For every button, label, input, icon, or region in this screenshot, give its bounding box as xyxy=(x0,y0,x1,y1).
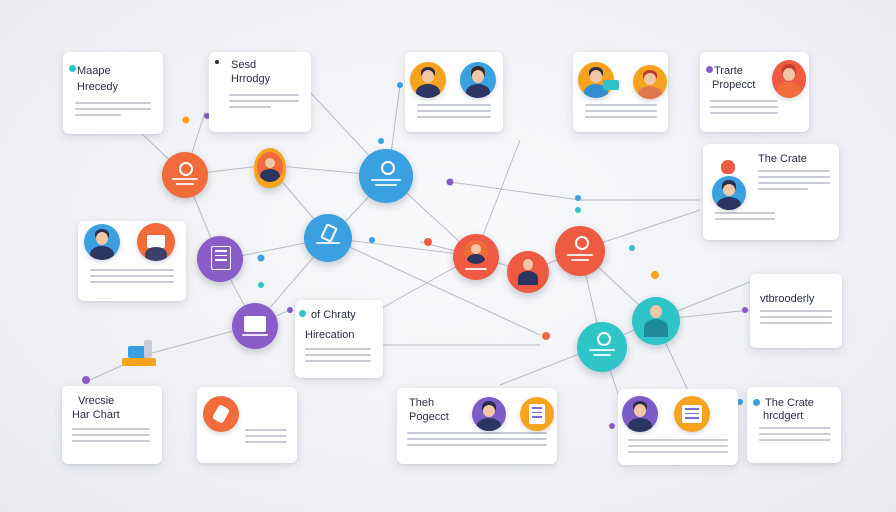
card-subtitle: Hrecedy xyxy=(77,81,118,93)
node-blue-pencil[interactable] xyxy=(304,214,352,262)
document-icon xyxy=(674,396,710,432)
avatar-icon xyxy=(410,62,446,98)
text-lines xyxy=(245,429,287,447)
text-lines xyxy=(758,170,830,194)
card-subtitle: Pogecct xyxy=(409,411,449,423)
node-orange-gear[interactable] xyxy=(162,152,208,198)
text-lines xyxy=(90,269,174,287)
node-purple-laptop[interactable] xyxy=(232,303,278,349)
text-lines xyxy=(710,100,778,118)
card-title: Sesd xyxy=(231,59,257,71)
card-subtitle: Propecct xyxy=(712,79,756,91)
card-title: Vrecsie xyxy=(78,395,115,407)
brush-icon xyxy=(203,396,239,432)
avatar-icon xyxy=(137,223,175,261)
node-red-avatar[interactable] xyxy=(453,234,499,280)
document-icon xyxy=(211,246,231,270)
avatar-icon xyxy=(772,60,806,98)
text-lines xyxy=(229,94,299,112)
node-blue-hub[interactable] xyxy=(359,149,413,203)
card-chraty[interactable]: of Chraty Hirecation xyxy=(295,300,383,378)
card-title: Theh xyxy=(409,397,435,409)
gear-icon xyxy=(597,332,611,346)
avatar-icon xyxy=(84,224,120,260)
node-teal-avatar[interactable] xyxy=(632,297,680,345)
card-crate-bottom[interactable]: The Crate hrcdgert xyxy=(747,387,841,463)
laptop-icon xyxy=(244,316,266,332)
monitor-icon xyxy=(147,235,165,248)
pencil-icon xyxy=(320,223,338,243)
card-title: Maape xyxy=(77,65,111,77)
card-title: of Chraty xyxy=(311,309,356,321)
card-maape[interactable]: Maape Hrecedy xyxy=(63,52,163,134)
card-subtitle: Har Chart xyxy=(72,409,120,421)
avatar-icon xyxy=(622,396,658,432)
card-title: The Crate xyxy=(758,153,807,165)
card-subtitle: Hirecation xyxy=(305,329,355,341)
text-lines xyxy=(760,310,832,328)
card-vtbrooderly[interactable]: vtbrooderly xyxy=(750,274,842,348)
card-vrecsie[interactable]: Vrecsie Har Chart xyxy=(62,386,162,464)
chat-bubble-icon xyxy=(603,80,619,90)
text-lines xyxy=(72,428,150,446)
card-title: Trarte xyxy=(714,65,743,77)
document-icon xyxy=(520,397,554,431)
text-lines xyxy=(628,439,728,457)
gear-icon xyxy=(575,236,589,250)
bulb-icon xyxy=(721,160,735,174)
node-teal-doc[interactable] xyxy=(577,322,627,372)
card-sesd[interactable]: Sesd Hrrodgy xyxy=(209,52,311,132)
text-lines xyxy=(417,104,491,122)
avatar-icon xyxy=(712,176,746,210)
node-red-gear[interactable] xyxy=(555,226,605,276)
card-subtitle: hrcdgert xyxy=(763,410,804,422)
avatar-icon xyxy=(472,397,506,431)
pin-marker-icon xyxy=(215,60,219,64)
avatar-icon xyxy=(460,62,496,98)
blue-marker-icon xyxy=(753,399,760,406)
teal-marker-icon xyxy=(299,310,306,317)
gear-icon xyxy=(179,162,193,176)
gear-icon xyxy=(381,161,395,175)
node-purple-doc[interactable] xyxy=(197,236,243,282)
teal-marker-icon xyxy=(69,65,76,72)
text-lines xyxy=(759,427,831,445)
text-lines xyxy=(305,348,371,366)
text-lines xyxy=(75,102,151,120)
text-lines-lower xyxy=(715,212,775,224)
card-subtitle: Hrrodgy xyxy=(231,73,271,85)
avatar-icon xyxy=(633,65,667,99)
node-red-avatar-small[interactable] xyxy=(507,251,549,293)
card-title: vtbrooderly xyxy=(760,293,815,305)
text-lines xyxy=(585,104,657,122)
node-avatar-orange[interactable] xyxy=(254,148,286,188)
text-lines xyxy=(407,432,547,450)
device-stack-icon xyxy=(122,338,158,370)
purple-marker-icon xyxy=(706,66,713,73)
card-title: The Crate xyxy=(765,397,814,409)
